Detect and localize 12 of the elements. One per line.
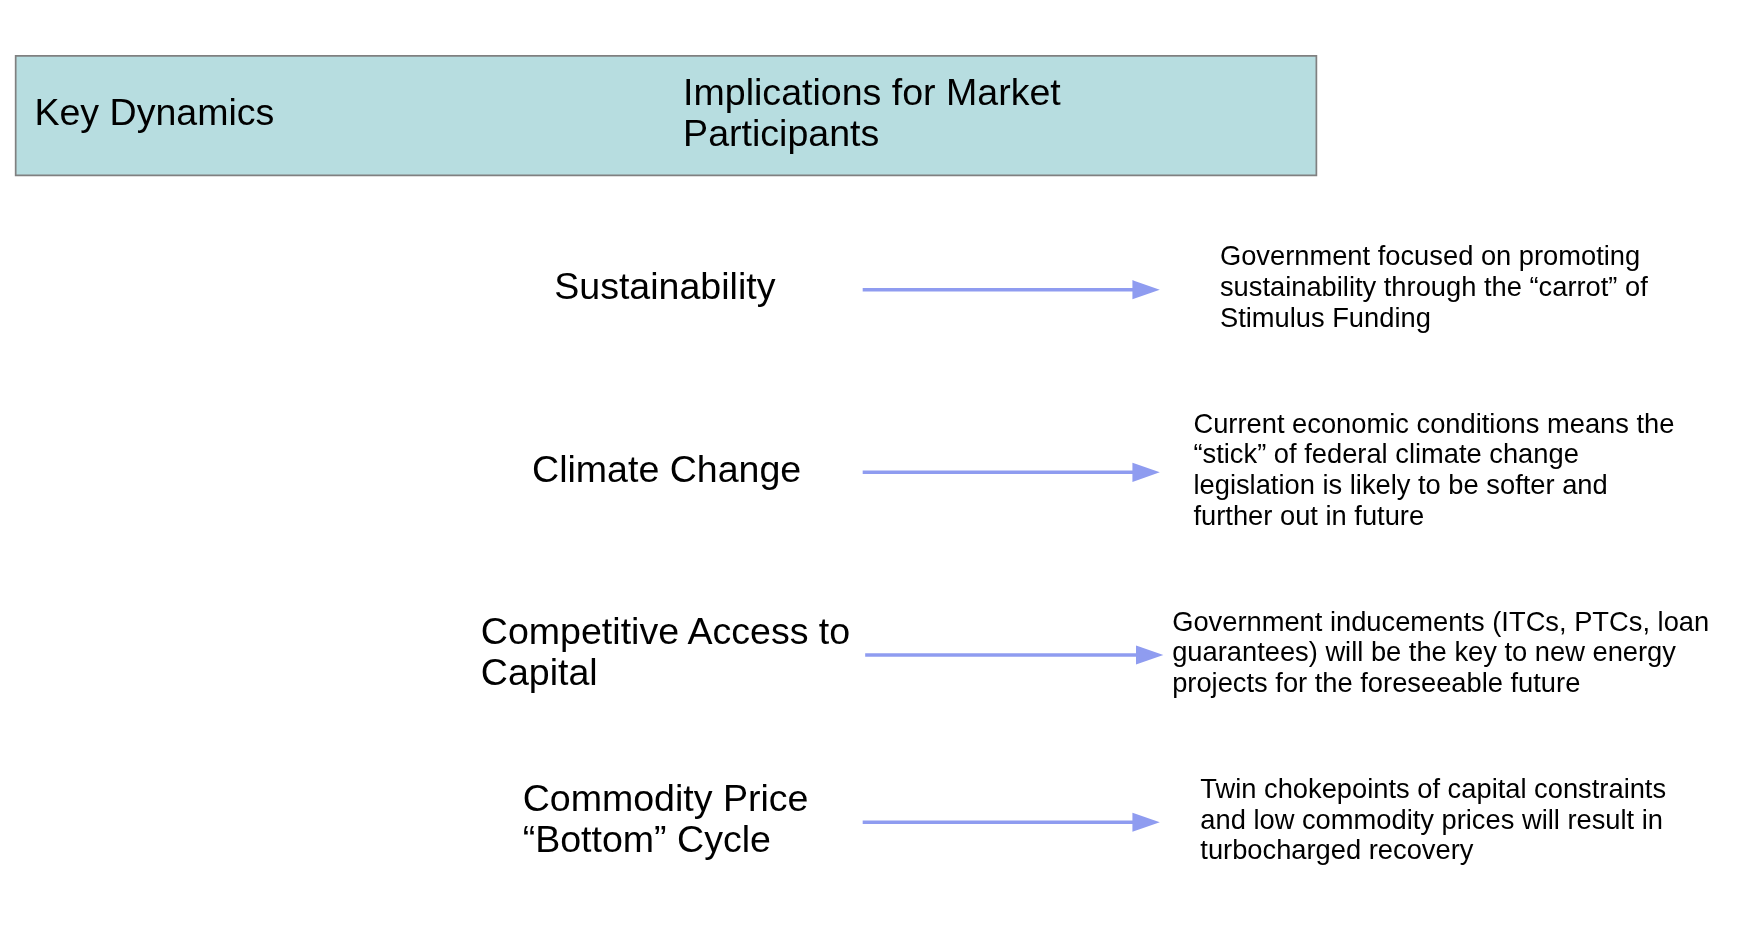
arrow — [862, 462, 1160, 482]
node-text: Climate Change — [532, 447, 802, 490]
node-text: Twin chokepoints of capital constraints and low commodity prices will result in turbocharged recovery — [1200, 773, 1667, 866]
node-text: Sustainability — [554, 265, 776, 308]
arrow — [862, 280, 1160, 300]
arrow — [862, 812, 1160, 832]
node-text: Competitive Access to Capital — [480, 610, 851, 694]
node-text: Current economic conditions means the “stick” of federal climate change legislation is likely to be softer and further out in future — [1193, 407, 1675, 531]
arrow — [865, 645, 1164, 665]
node-text: Government inducements (ITCs, PTCs, loan guarantees) will be the key to new energy projects for the foreseeable future — [1172, 605, 1710, 699]
node-text: Government focused on promoting sustainability through the “carrot” of Stimulus Funding — [1219, 240, 1648, 333]
node-text: Commodity Price “Bottom” Cycle — [522, 777, 809, 861]
